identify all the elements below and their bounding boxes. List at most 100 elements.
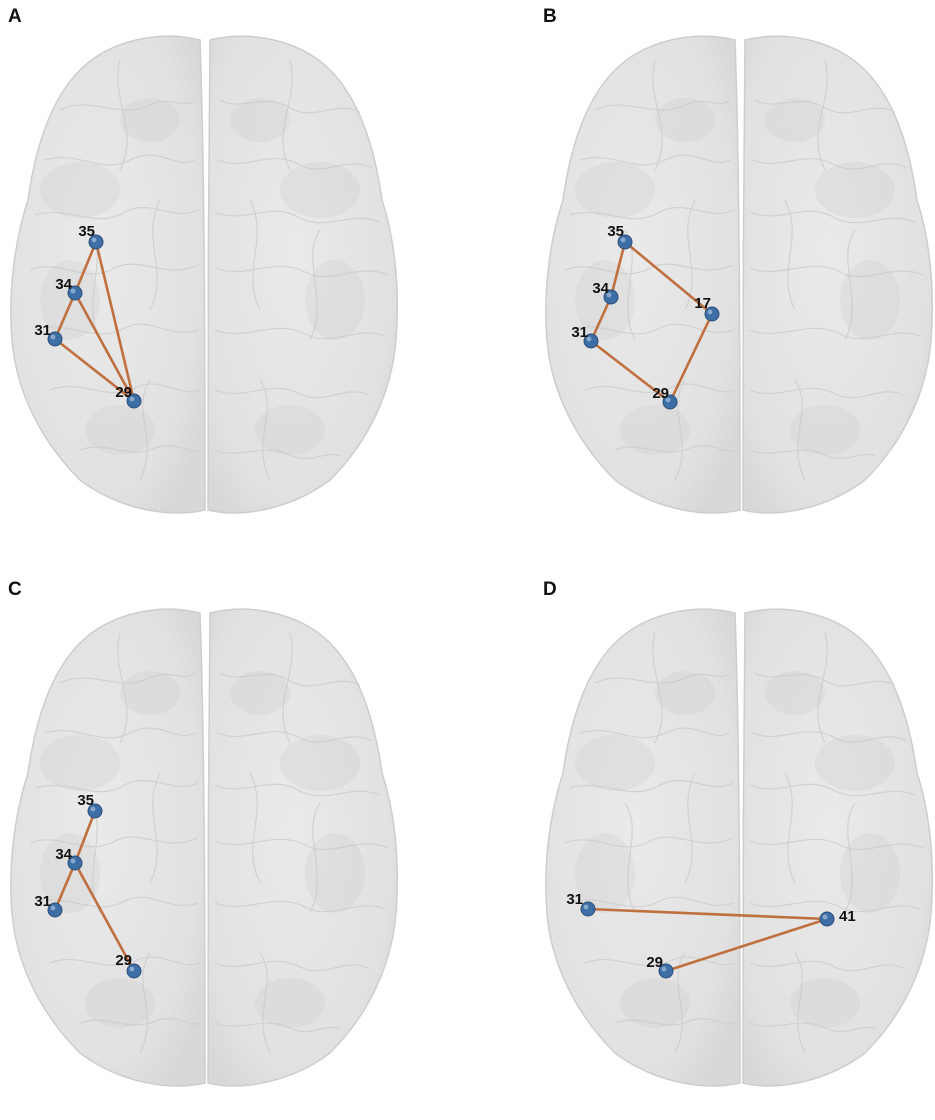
edge-34-29 <box>73 291 136 403</box>
panel-label: C <box>8 579 22 600</box>
panel-label: D <box>543 579 557 600</box>
brain-outline <box>10 608 399 1087</box>
brain-network-plot: 31 41 29 <box>545 608 934 1087</box>
panel-a: 35 34 31 29 A <box>0 0 467 547</box>
node-highlight <box>606 292 612 298</box>
shading <box>575 98 900 455</box>
brain-outline <box>545 608 934 1087</box>
node-label: 31 <box>34 893 51 910</box>
node-highlight <box>129 396 135 402</box>
edge-35-34 <box>609 240 627 299</box>
panel-label: B <box>543 6 557 27</box>
edge-31-29 <box>53 337 136 403</box>
node-highlight <box>707 309 713 315</box>
edge-34-29 <box>73 861 136 973</box>
node-29: 29 <box>652 385 678 410</box>
gyri-texture <box>564 59 924 481</box>
right-hemisphere <box>742 35 934 514</box>
node-label: 29 <box>652 385 669 402</box>
edge-35-17 <box>623 240 714 316</box>
edge-35-29 <box>94 240 136 403</box>
edge-31-41 <box>586 907 829 921</box>
edge-29-41 <box>664 917 829 973</box>
edge-34-31 <box>53 861 77 912</box>
node-highlight <box>586 336 592 342</box>
edge-35-34 <box>73 240 98 295</box>
shading <box>40 671 365 1028</box>
shading <box>575 671 900 1028</box>
node-29: 29 <box>115 384 142 409</box>
node-highlight <box>822 914 828 920</box>
edge-34-31 <box>589 295 613 343</box>
panel-d: 31 41 29 D <box>535 573 935 1120</box>
node-34: 34 <box>55 276 83 301</box>
node-34: 34 <box>592 280 619 305</box>
node-31: 31 <box>34 893 63 918</box>
node-label: 31 <box>566 891 583 908</box>
right-hemisphere <box>207 608 399 1087</box>
node-35: 35 <box>78 223 104 250</box>
edge-31-29 <box>589 339 672 404</box>
node-label: 34 <box>592 280 609 297</box>
edges <box>586 907 829 973</box>
panel-c: 35 34 31 29 C <box>0 573 467 1120</box>
node-label: 31 <box>34 322 51 339</box>
edges <box>53 809 136 973</box>
node-34: 34 <box>55 846 83 871</box>
node-label: 41 <box>839 908 856 925</box>
node-35: 35 <box>607 223 633 250</box>
node-highlight <box>50 334 56 340</box>
nodes: 35 34 31 17 29 <box>571 223 720 410</box>
node-label: 29 <box>115 384 132 401</box>
edge-17-29 <box>668 312 714 404</box>
node-35: 35 <box>77 792 103 819</box>
node-highlight <box>665 397 671 403</box>
node-label: 35 <box>77 792 94 809</box>
node-31: 31 <box>571 324 599 349</box>
nodes: 35 34 31 29 <box>34 792 142 979</box>
brain-network-plot: 35 34 31 29 <box>10 35 399 514</box>
node-label: 35 <box>607 223 624 240</box>
node-label: 29 <box>646 954 663 971</box>
brain-network-plot: 35 34 31 17 29 <box>545 35 934 514</box>
brain-outline <box>10 35 399 514</box>
node-highlight <box>50 905 56 911</box>
node-label: 17 <box>694 295 711 312</box>
brain-network-plot: 35 34 31 29 <box>10 608 399 1087</box>
panel-label: A <box>8 6 22 27</box>
right-hemisphere <box>742 608 934 1087</box>
node-marker <box>819 911 835 927</box>
nodes: 35 34 31 29 <box>34 223 142 409</box>
right-hemisphere <box>207 35 399 514</box>
edge-34-31 <box>53 291 77 341</box>
node-label: 34 <box>55 276 72 293</box>
node-29: 29 <box>115 952 142 979</box>
node-highlight <box>70 288 76 294</box>
node-31: 31 <box>566 891 596 917</box>
node-highlight <box>91 237 97 243</box>
edges <box>53 240 136 403</box>
node-17: 17 <box>694 295 720 322</box>
node-highlight <box>70 858 76 864</box>
panel-b: 35 34 31 17 29 B <box>535 0 935 547</box>
node-label: 29 <box>115 952 132 969</box>
gyri-texture <box>29 632 389 1054</box>
node-highlight <box>620 237 626 243</box>
brain-outline <box>545 35 934 514</box>
node-31: 31 <box>34 322 63 347</box>
gyri-texture <box>29 59 389 481</box>
edge-35-34 <box>73 809 97 865</box>
node-marker <box>580 901 596 917</box>
node-label: 34 <box>55 846 72 863</box>
node-29: 29 <box>646 954 674 979</box>
node-highlight <box>661 966 667 972</box>
node-highlight <box>90 806 96 812</box>
shading <box>40 98 365 455</box>
node-label: 31 <box>571 324 588 341</box>
node-highlight <box>583 904 589 910</box>
node-41: 41 <box>819 908 856 927</box>
edges <box>589 240 714 404</box>
gyri-texture <box>564 632 924 1054</box>
node-highlight <box>129 966 135 972</box>
node-label: 35 <box>78 223 95 240</box>
